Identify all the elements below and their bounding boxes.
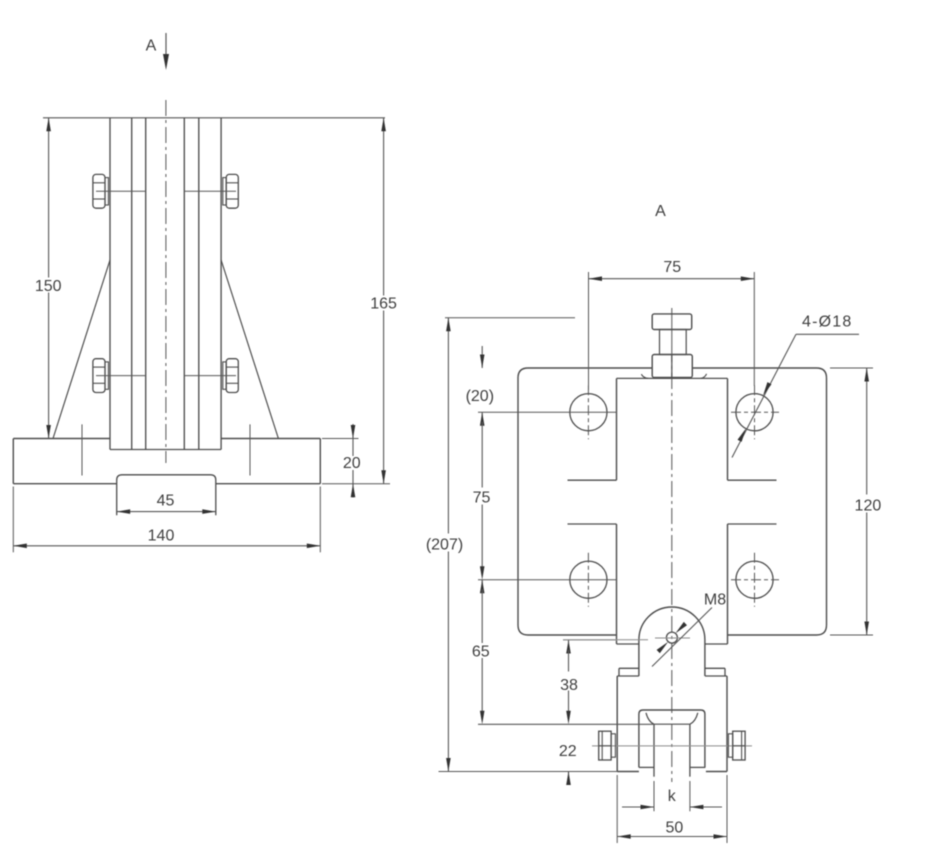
svg-text:45: 45 <box>157 492 175 509</box>
svg-text:165: 165 <box>370 296 397 313</box>
svg-text:38: 38 <box>560 677 578 694</box>
svg-text:A: A <box>655 203 666 220</box>
svg-text:75: 75 <box>663 259 681 276</box>
svg-text:140: 140 <box>148 527 175 544</box>
svg-text:65: 65 <box>472 644 490 661</box>
svg-text:75: 75 <box>473 490 491 507</box>
svg-text:A: A <box>146 38 157 55</box>
svg-text:20: 20 <box>343 455 361 472</box>
svg-text:120: 120 <box>855 497 882 514</box>
svg-text:(20): (20) <box>466 388 494 405</box>
svg-text:4-Ø18: 4-Ø18 <box>802 314 852 331</box>
svg-text:50: 50 <box>666 819 684 836</box>
svg-text:M8: M8 <box>704 591 726 608</box>
svg-text:150: 150 <box>35 278 62 295</box>
svg-text:(207): (207) <box>426 536 463 553</box>
svg-text:k: k <box>668 788 677 805</box>
svg-text:22: 22 <box>559 743 577 760</box>
